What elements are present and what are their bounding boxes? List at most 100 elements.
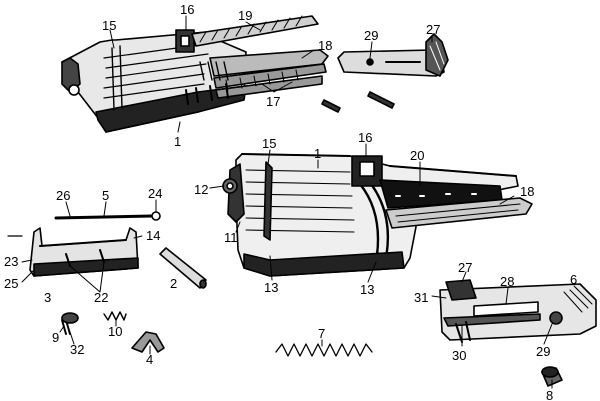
leader-11 [235, 221, 241, 233]
label-32: 32 [70, 342, 84, 357]
label-28: 28 [500, 274, 514, 289]
main-receiver [222, 153, 533, 277]
slide-ears [425, 33, 449, 77]
label-3: 3 [44, 290, 51, 305]
leader-5 [103, 201, 107, 217]
slide-ear-lines [429, 41, 445, 71]
leader-26 [65, 201, 71, 217]
label-7: 7 [318, 326, 325, 341]
label-2: 2 [170, 276, 177, 291]
label-23: 23 [4, 254, 18, 269]
upper-receiver-slot [111, 45, 123, 111]
label-24: 24 [148, 186, 162, 201]
leader-29-top [369, 41, 373, 59]
part-16-block-main [351, 155, 383, 187]
leader-14 [133, 235, 143, 239]
leader-15-top [109, 29, 115, 49]
label-11: 11 [224, 230, 238, 245]
left-small-parts [7, 211, 161, 277]
label-9: 9 [52, 330, 59, 345]
label-6: 6 [570, 272, 577, 287]
label-18-top: 18 [318, 38, 332, 53]
leader-27-bottom [461, 271, 467, 283]
part-2-pin [159, 247, 207, 289]
label-8: 8 [546, 388, 553, 401]
upper-receiver-hole [68, 84, 80, 96]
main-receiver-ribs [245, 169, 355, 233]
leader-9 [59, 325, 65, 333]
part-9-screw-head [61, 312, 79, 324]
part-16-block-inner [359, 161, 375, 177]
label-27-top: 27 [426, 22, 440, 37]
pin-long [367, 91, 395, 109]
part-15-band [263, 161, 273, 241]
leader-lines [21, 15, 579, 389]
leader-18-main [499, 195, 515, 205]
label-31: 31 [414, 290, 428, 305]
upper-receiver-base [95, 85, 247, 133]
leader-18-top [301, 49, 315, 59]
part-28-slot [473, 301, 539, 317]
label-5: 5 [102, 188, 109, 203]
label-25: 25 [4, 276, 18, 291]
part-5-pin [54, 214, 154, 220]
label-15-main: 15 [262, 136, 276, 151]
leader-15-main [267, 149, 271, 165]
label-22: 22 [94, 290, 108, 305]
label-16-main: 16 [358, 130, 372, 145]
part-24-pin-head [151, 211, 161, 221]
part-20-dots [395, 193, 477, 197]
leader-28 [505, 287, 509, 305]
part-8-screw-head [541, 366, 559, 378]
label-13-left: 13 [264, 280, 278, 295]
part-30-detail [455, 321, 471, 343]
part-29-screw [549, 311, 563, 325]
part-2-pin-body [159, 247, 207, 289]
part-10-spring [103, 311, 127, 321]
upper-receiver-ribs [103, 43, 209, 99]
main-receiver-top-edge [241, 153, 517, 177]
part-30-channel [443, 313, 541, 327]
upper-receiver-end [61, 57, 81, 93]
leader-31 [431, 295, 447, 299]
part-16-inner [180, 35, 190, 47]
leader-17 [261, 81, 293, 93]
leader-19 [245, 21, 261, 31]
label-29-bottom: 29 [536, 344, 550, 359]
slide-hole [366, 58, 374, 66]
leader-1-top [177, 121, 181, 133]
label-20: 20 [410, 148, 424, 163]
upper-assembly [61, 15, 329, 133]
part-18-main-lines [395, 203, 521, 223]
part-labels: 15 16 19 18 17 1 29 27 16 15 1 20 18 12 … [4, 2, 577, 401]
label-12: 12 [194, 182, 208, 197]
part-14-top-rim [39, 239, 127, 247]
label-26: 26 [56, 188, 70, 203]
loose-pins [321, 91, 395, 113]
label-30: 30 [452, 348, 466, 363]
leader-13-left [269, 255, 273, 281]
leader-12 [209, 185, 225, 189]
leader-23 [21, 259, 33, 263]
label-4: 4 [146, 352, 153, 367]
upper-notches [185, 83, 229, 105]
label-16-top: 16 [180, 2, 194, 17]
label-1-main: 1 [314, 146, 321, 161]
label-18-main: 18 [520, 184, 534, 199]
bottom-right-slide [439, 279, 597, 343]
top-slide-part [337, 33, 449, 77]
leader-13-right [367, 261, 377, 283]
label-29-top: 29 [364, 28, 378, 43]
part-4-bracket [131, 331, 165, 353]
part-2-pin-end [199, 279, 207, 289]
label-10: 10 [108, 324, 122, 339]
part-7-spring [275, 343, 373, 357]
leader-22 [69, 261, 105, 293]
part-17-rails [213, 63, 327, 99]
label-19: 19 [238, 8, 252, 23]
label-14: 14 [146, 228, 160, 243]
part-19-hatch [199, 15, 303, 43]
leader-25 [21, 269, 35, 283]
